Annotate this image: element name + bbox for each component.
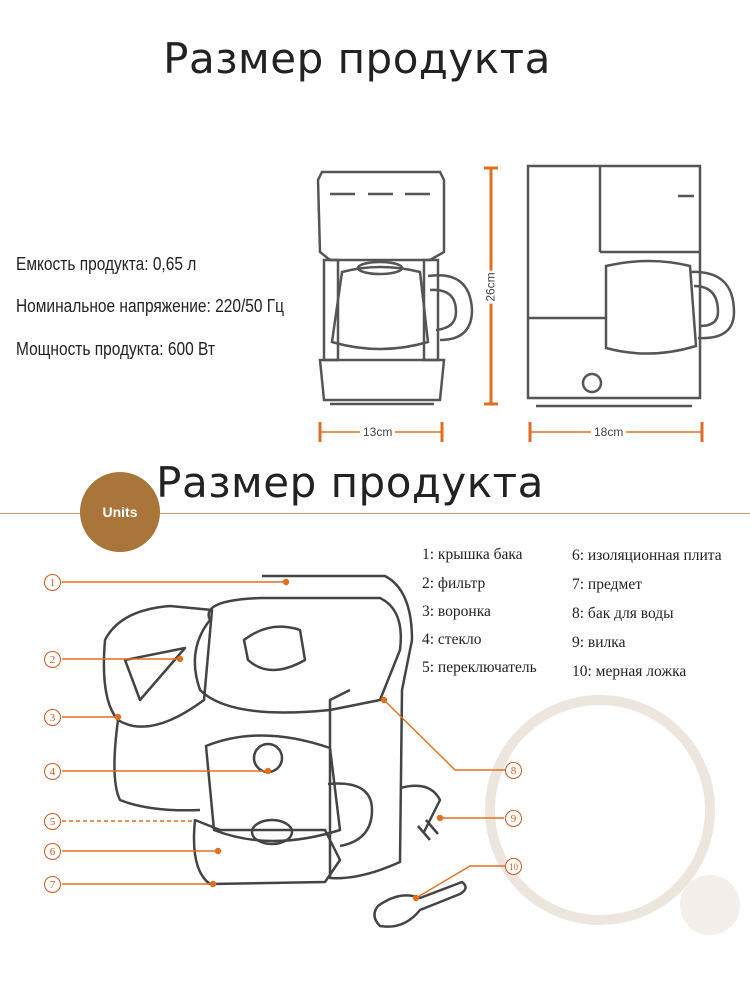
- callout-5: 5: [44, 813, 61, 830]
- dimension-drawings: [316, 164, 736, 442]
- coffee-drop-decoration: [680, 875, 740, 935]
- spec-capacity: Емкость продукта: 0,65 л: [16, 254, 197, 274]
- section-divider: [0, 513, 750, 514]
- legend-item-6: 6: изоляционная плита: [572, 547, 722, 564]
- units-badge: Units: [80, 472, 160, 552]
- glass-carafe-shape: [204, 734, 342, 843]
- page-title: Размер продукта: [163, 34, 551, 83]
- legend-item-8: 8: бак для воды: [572, 605, 674, 622]
- callout-1: 1: [44, 574, 61, 591]
- legend-item-1: 1: крышка бака: [422, 546, 523, 563]
- callout-10: 10: [505, 858, 522, 875]
- water-tank-shape: [262, 574, 414, 880]
- callout-4: 4: [44, 763, 61, 780]
- callout-3: 3: [44, 709, 61, 726]
- filter-funnel-shape: [102, 604, 214, 728]
- coffee-maker-side-view: [526, 164, 736, 408]
- legend-item-9: 9: вилка: [572, 634, 626, 651]
- legend-item-7: 7: предмет: [572, 576, 642, 593]
- height-dimension-label: 26cm: [483, 270, 498, 304]
- measuring-spoon-shape: [373, 880, 467, 928]
- spec-power: Мощность продукта: 600 Вт: [16, 339, 215, 359]
- spec-voltage: Номинальное напряжение: 220/50 Гц: [16, 296, 285, 316]
- legend-item-5: 5: переключатель: [422, 659, 537, 676]
- coffee-maker-front-view: [316, 170, 474, 406]
- tank-lid-shape: [193, 596, 403, 714]
- legend-item-3: 3: воронка: [422, 603, 491, 620]
- legend-item-10: 10: мерная ложка: [572, 663, 687, 680]
- legend-item-2: 2: фильтр: [422, 575, 486, 592]
- plug-shape: [399, 784, 442, 841]
- legend-item-4: 4: стекло: [422, 631, 482, 648]
- callout-lines: [62, 578, 505, 902]
- callout-2: 2: [44, 651, 61, 668]
- callout-6: 6: [44, 843, 61, 860]
- callout-8: 8: [505, 762, 522, 779]
- front-width-dimension-label: 13cm: [360, 425, 396, 439]
- section-title: Размер продукта: [156, 458, 544, 507]
- callout-7: 7: [44, 876, 61, 893]
- base-plate-shape: [192, 818, 342, 886]
- coffee-stain-decoration: [485, 695, 715, 925]
- side-width-dimension-label: 18cm: [591, 425, 627, 439]
- callout-9: 9: [505, 810, 522, 827]
